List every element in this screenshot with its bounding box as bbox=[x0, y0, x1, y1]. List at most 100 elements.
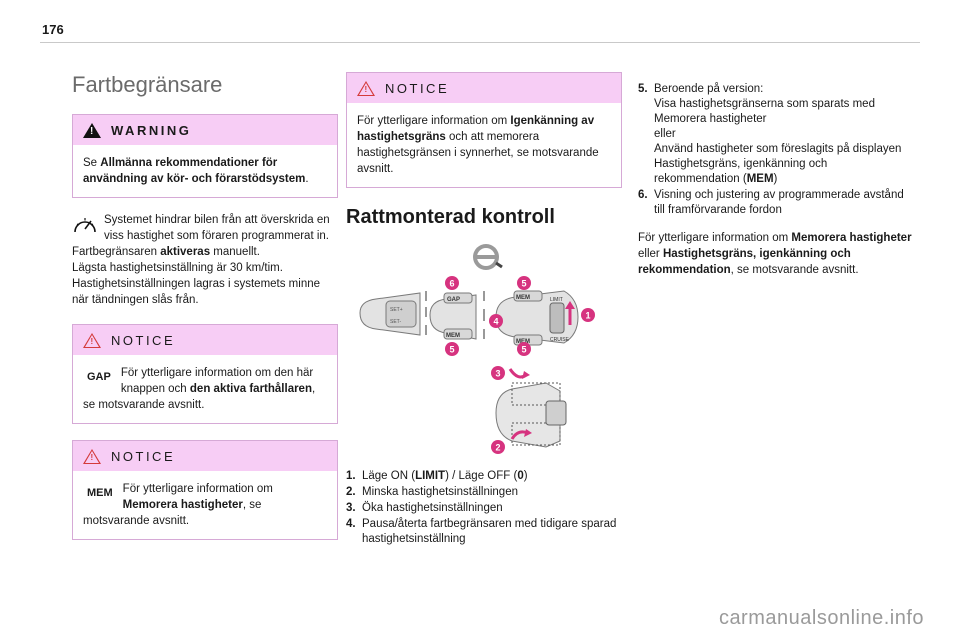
intro-line1: Systemet hindrar bilen från att överskri… bbox=[104, 214, 330, 242]
watermark: carmanualsonline.info bbox=[718, 607, 924, 629]
mid-notice-post: och att memorera hastighetsgränsen i syn… bbox=[357, 131, 599, 175]
list-item: 2. Minska hastighetsinställningen bbox=[346, 485, 622, 500]
notice-text-mem: MEM För ytterligare information om Memor… bbox=[73, 471, 337, 539]
callout-4: 4 bbox=[489, 314, 503, 328]
list-text: Läge ON ( bbox=[362, 470, 416, 482]
list-text: ) bbox=[773, 173, 778, 185]
lever-label-cruise: CRUISE bbox=[550, 337, 570, 343]
warning-label: WARNING bbox=[111, 122, 192, 138]
list-number: 6. bbox=[638, 189, 648, 201]
intro-paragraph: Systemet hindrar bilen från att överskri… bbox=[72, 212, 338, 308]
notice-box-speed-limit: ! NOTICE För ytterligare information om … bbox=[346, 72, 622, 188]
list-text: ) / Läge OFF ( bbox=[445, 470, 518, 482]
page-number: 176 bbox=[42, 22, 64, 37]
list-item: 3. Öka hastighetsinställningen bbox=[346, 501, 622, 516]
callout-5b: 5 bbox=[445, 342, 459, 356]
list-text: Visning och justering av programmerade a… bbox=[654, 189, 904, 216]
callout-6: 6 bbox=[445, 276, 459, 290]
list-text: Öka hastighetsinställningen bbox=[362, 502, 503, 514]
middle-column: ! NOTICE För ytterligare information om … bbox=[346, 72, 622, 548]
warning-text-bold: Allmänna rekommendationer för användning… bbox=[83, 157, 306, 185]
svg-text:6: 6 bbox=[449, 279, 454, 289]
list-text: eller bbox=[654, 128, 676, 140]
list-item: 6. Visning och justering av programmerade… bbox=[638, 188, 914, 218]
section-title: Fartbegränsare bbox=[72, 72, 223, 97]
para-bold: Memorera hastigheter bbox=[791, 232, 912, 244]
svg-text:1: 1 bbox=[585, 311, 590, 321]
lever-label-gap: GAP bbox=[447, 297, 460, 303]
svg-text:5: 5 bbox=[521, 279, 526, 289]
svg-text:3: 3 bbox=[495, 369, 500, 379]
list-item: 1.Läge ON (LIMIT) / Läge OFF (0) bbox=[346, 469, 622, 484]
para-text: eller bbox=[638, 248, 663, 260]
notice-header: ! NOTICE bbox=[73, 441, 337, 471]
notice-icon: ! bbox=[83, 332, 101, 348]
lever-label-mem: MEM bbox=[446, 333, 460, 339]
list-bold: 0 bbox=[517, 470, 524, 482]
intro-line4: Hastighetsinställningen lagras i systeme… bbox=[72, 278, 321, 306]
notice2-text-post: , se motsvarande avsnitt. bbox=[83, 499, 262, 527]
warning-box: ! WARNING Se Allmänna rekommendationer f… bbox=[72, 114, 338, 198]
intro-line2-bold: aktiveras bbox=[160, 246, 211, 258]
lever-label-set-plus: SET+ bbox=[390, 307, 403, 313]
notice-icon: ! bbox=[83, 448, 101, 464]
notice-icon: ! bbox=[357, 80, 375, 96]
reference-paragraph: För ytterligare information om Memorera … bbox=[638, 230, 914, 278]
notice-label: NOTICE bbox=[111, 332, 176, 348]
list-bold: MEM bbox=[746, 173, 774, 185]
svg-text:2: 2 bbox=[495, 443, 500, 453]
notice-label: NOTICE bbox=[111, 448, 176, 464]
lever-illustration: SET+ SET- GAP MEM MEM MEM LIMIT CRUISE bbox=[359, 244, 595, 454]
notice-text-speed-limit: För ytterligare information om Igenkänni… bbox=[347, 103, 621, 187]
list-bold: LIMIT bbox=[415, 470, 446, 482]
section-title: Rattmonterad kontroll bbox=[346, 206, 555, 228]
list-text: Beroende på version: bbox=[654, 83, 764, 95]
list-text: Minska hastighetsinställningen bbox=[362, 486, 518, 498]
callout-1: 1 bbox=[581, 308, 595, 322]
list-number: 5. bbox=[638, 83, 648, 95]
list-item: 5. Beroende på version: Visa hastighetsg… bbox=[638, 82, 914, 187]
list-number: 4. bbox=[346, 518, 356, 530]
warning-text-post: . bbox=[305, 173, 309, 185]
mid-notice-pre: För ytterligare information om bbox=[357, 115, 511, 127]
svg-text:4: 4 bbox=[493, 317, 498, 327]
callout-5a: 5 bbox=[517, 276, 531, 290]
para-text: , se motsvarande avsnitt. bbox=[730, 264, 859, 276]
list-number: 2. bbox=[346, 486, 356, 498]
mem-button-icon: MEM bbox=[87, 487, 113, 499]
intro-line3: Lägsta hastighetsinställning är 30 km/ti… bbox=[72, 262, 283, 274]
warning-icon: ! bbox=[83, 122, 101, 138]
list-text: Pausa/återta fartbegränsaren med tidigar… bbox=[362, 518, 617, 545]
notice-header: ! NOTICE bbox=[347, 73, 621, 103]
list-text: Visa hastighetsgränserna som sparats med… bbox=[654, 98, 875, 125]
para-bold: Hastighetsgräns, igenkänning och rekomme… bbox=[638, 248, 851, 276]
intro-line2-pre: Fartbegränsaren bbox=[72, 246, 161, 258]
notice-label: NOTICE bbox=[385, 80, 450, 96]
notice2-text-pre: För ytterligare information om bbox=[122, 483, 273, 495]
lever-label-set-minus: SET- bbox=[390, 319, 401, 325]
right-column: 5. Beroende på version: Visa hastighetsg… bbox=[638, 82, 914, 290]
warning-header: ! WARNING bbox=[73, 115, 337, 145]
notice-box-mem: ! NOTICE MEM För ytterligare information… bbox=[72, 440, 338, 540]
list-text: Använd hastigheter som föreslagits på di… bbox=[654, 143, 902, 185]
callout-5c: 5 bbox=[517, 342, 531, 356]
warning-text: Se Allmänna rekommendationer för användn… bbox=[73, 145, 337, 197]
intro-line2-post: manuellt. bbox=[210, 246, 260, 258]
steering-control-figure: SET+ SET- GAP MEM MEM MEM LIMIT CRUISE bbox=[346, 243, 608, 459]
lever-label-limit: LIMIT bbox=[550, 297, 563, 303]
list-number: 3. bbox=[346, 502, 356, 514]
notice1-text-pre: För ytterligare information om den här k… bbox=[120, 367, 314, 395]
steering-wheel-icon bbox=[473, 244, 503, 270]
list-text: ) bbox=[523, 470, 528, 482]
notice2-text-bold: Memorera hastigheter bbox=[122, 499, 243, 511]
control-list: 1.Läge ON (LIMIT) / Läge OFF (0) 2. Minsk… bbox=[346, 469, 622, 547]
para-text: För ytterligare information om bbox=[638, 232, 792, 244]
left-column: Fartbegränsare ! WARNING Se Allmänna rek… bbox=[72, 60, 338, 554]
warning-text-pre: Se bbox=[83, 157, 101, 169]
notice1-text-bold: den aktiva farthållaren bbox=[189, 383, 312, 395]
notice-box-gap: ! NOTICE GAP För ytterligare information… bbox=[72, 324, 338, 424]
svg-text:5: 5 bbox=[449, 345, 454, 355]
mid-notice-bold: Igenkänning av hastighetsgräns bbox=[357, 115, 595, 143]
notice-header: ! NOTICE bbox=[73, 325, 337, 355]
control-list-continued: 5. Beroende på version: Visa hastighetsg… bbox=[638, 82, 914, 218]
